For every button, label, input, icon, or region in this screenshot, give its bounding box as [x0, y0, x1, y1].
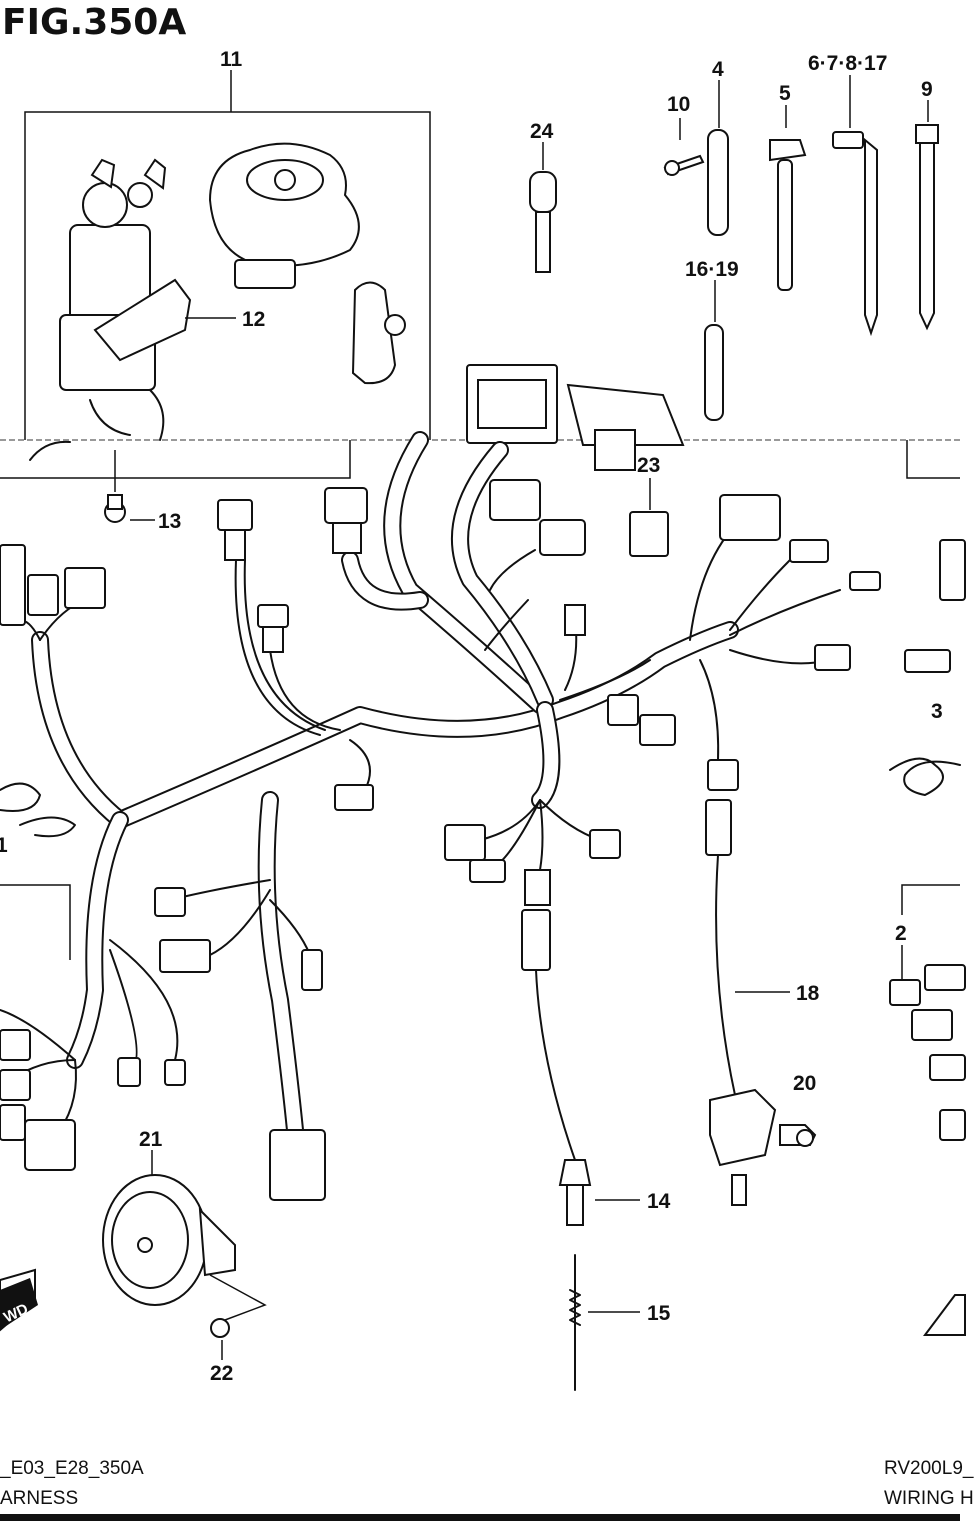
- callout-13: 13: [158, 510, 181, 533]
- right-parts-fragment: [889, 539, 966, 1336]
- sensor-18: [705, 799, 790, 1206]
- figure-title: FIG.350A: [2, 2, 187, 43]
- clamp-4: [707, 80, 729, 236]
- callout-12: 12: [242, 308, 265, 331]
- main-wiring-harness: [31, 431, 739, 1139]
- footer-left-name: ARNESS: [0, 1488, 79, 1509]
- callout-3: 3: [931, 700, 943, 723]
- callout-10: 10: [667, 93, 690, 116]
- bolt-22: [210, 1318, 230, 1360]
- callout-20: 20: [793, 1072, 816, 1095]
- bolt-20: [779, 1124, 817, 1147]
- tie-9: [915, 100, 939, 331]
- horn-21: [102, 1150, 267, 1321]
- fuel-cap: [208, 142, 360, 289]
- footer-right-code: RV200L9_: [884, 1458, 974, 1479]
- ignition-set-box: [0, 70, 431, 492]
- callout-15: 15: [647, 1302, 671, 1325]
- callout-22: 22: [210, 1362, 233, 1385]
- callout-5: 5: [779, 82, 791, 105]
- callout-4: 4: [712, 58, 724, 81]
- harness-connectors: [0, 479, 881, 1201]
- callout-21: 21: [139, 1128, 163, 1151]
- band-6-7-8-17: [832, 75, 878, 337]
- callout-6-7-8-17: 6·7·8·17: [808, 52, 887, 75]
- sensor-14: [521, 909, 640, 1226]
- relay-23: [629, 478, 669, 557]
- footer-right-name: WIRING H: [884, 1488, 974, 1509]
- clamp-16-19: [704, 280, 724, 421]
- spring-15: [569, 1254, 640, 1391]
- ignition-switch: [29, 158, 192, 461]
- callout-14: 14: [647, 1190, 671, 1213]
- callout-11: 11: [220, 48, 243, 71]
- clamp-5: [769, 105, 807, 291]
- callout-2: 2: [895, 922, 907, 945]
- bottom-rule: [0, 1514, 960, 1521]
- callout-24: 24: [530, 120, 554, 143]
- bolt-13: [104, 494, 155, 523]
- ecu-connectors: [466, 364, 685, 471]
- callout-16-19: 16·19: [685, 258, 739, 281]
- right-box-edge: [906, 440, 960, 479]
- fwd-arrow-badge: WD: [0, 1278, 38, 1330]
- seat-lock: [351, 281, 406, 385]
- callout-18: 18: [796, 982, 820, 1005]
- footer-left-code: _E03_E28_350A: [0, 1458, 144, 1479]
- key-blank-24: [529, 142, 557, 273]
- callout-1: 1: [0, 834, 8, 857]
- callout-23: 23: [637, 454, 660, 477]
- screw-10: [663, 118, 705, 176]
- callout-9: 9: [921, 78, 933, 101]
